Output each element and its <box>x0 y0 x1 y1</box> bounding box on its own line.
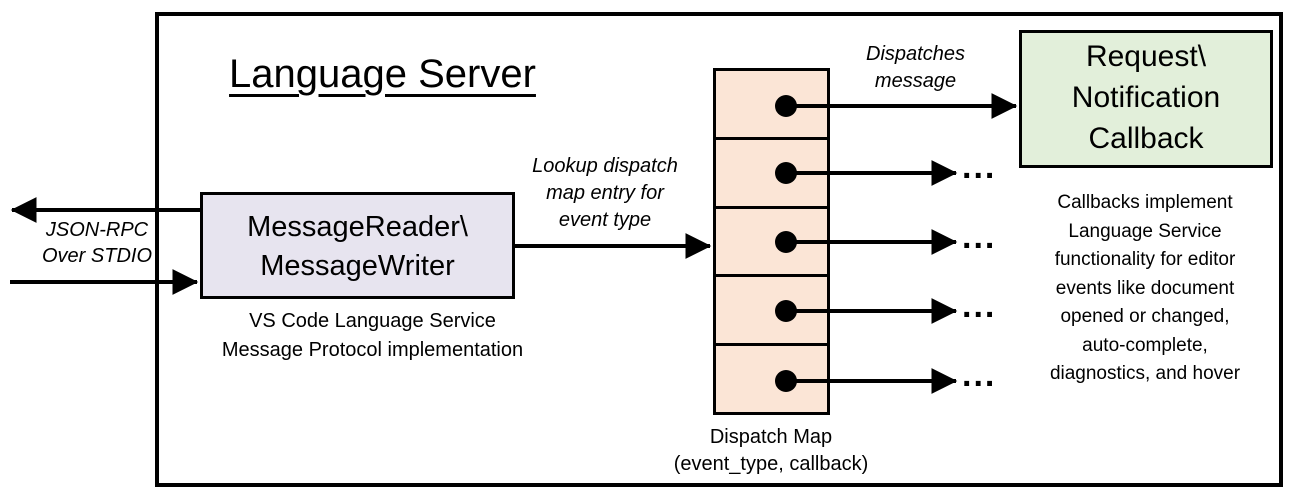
dispatches-message-label: Dispatches message <box>866 43 965 92</box>
request-notification-callback-box: Request\ Notification Callback <box>1019 30 1273 168</box>
json-rpc-stdio-label: JSON-RPC Over STDIO <box>41 219 152 267</box>
callback-ellipsis-1: ... <box>962 148 997 186</box>
message-reader-writer-box: MessageReader\ MessageWriter <box>200 192 515 299</box>
callback-ellipsis-2: ... <box>962 218 997 256</box>
message-box-caption: VS Code Language Service Message Protoco… <box>221 310 524 361</box>
dispatch-cell <box>716 274 827 344</box>
dispatch-map <box>713 68 830 415</box>
dispatch-cell <box>716 343 827 412</box>
callback-ellipsis-4: ... <box>962 356 997 394</box>
dispatch-map-caption: Dispatch Map (event_type, callback) <box>673 426 869 475</box>
lookup-dispatch-label: Lookup dispatch map entry for event type <box>532 155 678 231</box>
language-server-outer-box <box>155 12 1283 487</box>
dispatch-cell <box>716 71 827 137</box>
diagram-title: Language Server <box>229 52 536 96</box>
dispatch-cell <box>716 205 827 275</box>
callbacks-note: Callbacks implement Language Service fun… <box>1049 192 1241 384</box>
callback-ellipsis-3: ... <box>962 287 997 325</box>
dispatch-cell <box>716 136 827 206</box>
